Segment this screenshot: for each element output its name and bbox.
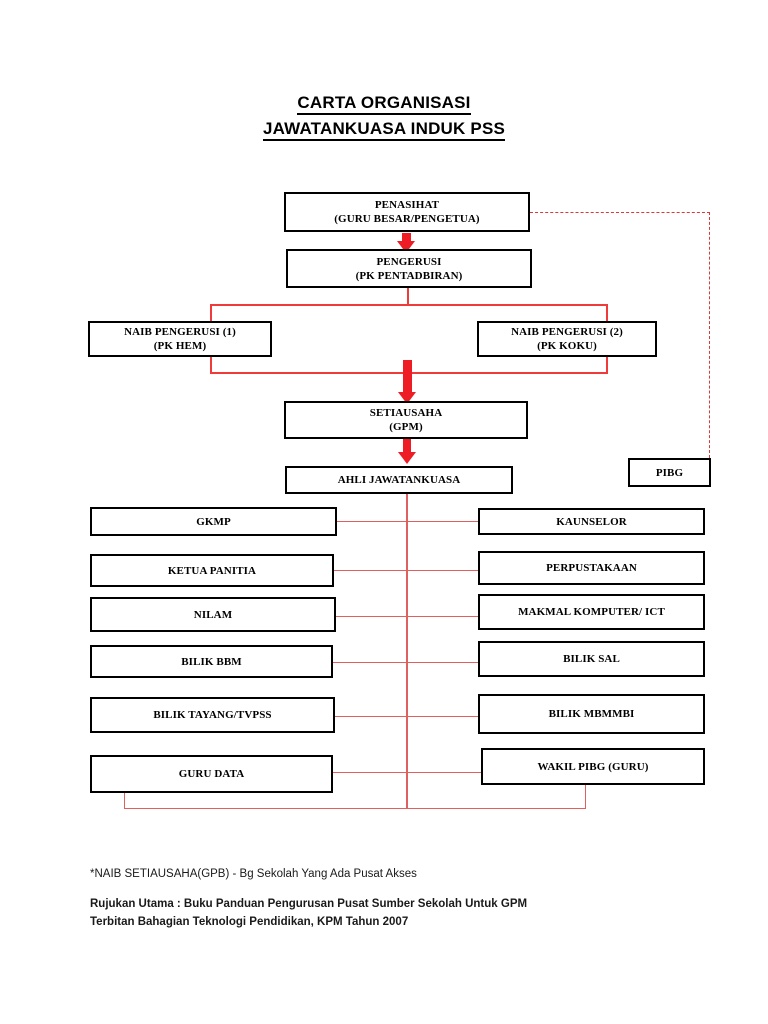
node-ahli-jawatankuasa[interactable]: AHLI JAWATANKUASA <box>285 466 513 494</box>
connector-bottom-left-drop <box>124 793 126 809</box>
node-member-guru-data[interactable]: GURU DATA <box>90 755 333 793</box>
node-penasihat[interactable]: PENASIHAT (GURU BESAR/PENGETUA) <box>284 192 530 232</box>
naib-pengerusi-1-role: NAIB PENGERUSI (1) <box>124 326 236 338</box>
setiausaha-holder: (GPM) <box>389 421 423 433</box>
node-member-nilam[interactable]: NILAM <box>90 597 336 632</box>
member-label-makmal-komputer: MAKMAL KOMPUTER/ ICT <box>518 606 665 618</box>
arrow-ahli-shaft <box>403 439 411 455</box>
connector-vice1-down <box>210 357 212 374</box>
node-member-wakil-pibg[interactable]: WAKIL PIBG (GURU) <box>481 748 705 785</box>
node-member-bilik-bbm[interactable]: BILIK BBM <box>90 645 333 678</box>
penasihat-role: PENASIHAT <box>374 199 440 211</box>
member-label-bilik-sal: BILIK SAL <box>563 653 620 665</box>
connector-vice-split-bar <box>210 304 608 306</box>
node-pengerusi[interactable]: PENGERUSI (PK PENTADBIRAN) <box>286 249 532 288</box>
node-member-gkmp[interactable]: GKMP <box>90 507 337 536</box>
node-member-perpustakaan[interactable]: PERPUSTAKAAN <box>478 551 705 585</box>
connector-row-rail-4 <box>333 662 481 664</box>
node-member-bilik-mbmmbi[interactable]: BILIK MBMMBI <box>478 694 705 734</box>
naib-pengerusi-1-holder: (PK HEM) <box>153 340 207 352</box>
setiausaha-role: SETIAUSAHA <box>369 407 443 419</box>
member-label-kaunselor: KAUNSELOR <box>556 515 627 528</box>
title-text-2: JAWATANKUASA INDUK PSS <box>262 119 506 141</box>
node-naib-pengerusi-1[interactable]: NAIB PENGERUSI (1) (PK HEM) <box>88 321 272 357</box>
node-member-ketua-panitia[interactable]: KETUA PANITIA <box>90 554 334 587</box>
title-text-1: CARTA ORGANISASI <box>297 93 471 115</box>
node-setiausaha[interactable]: SETIAUSAHA (GPM) <box>284 401 528 439</box>
pengerusi-holder: (PK PENTADBIRAN) <box>355 269 463 282</box>
member-label-wakil-pibg: WAKIL PIBG (GURU) <box>537 760 649 773</box>
node-member-makmal-komputer[interactable]: MAKMAL KOMPUTER/ ICT <box>478 594 705 630</box>
penasihat-holder: (GURU BESAR/PENGETUA) <box>334 213 480 225</box>
connector-vice2-down <box>606 357 608 374</box>
connector-row-rail-1 <box>337 521 478 523</box>
member-label-bilik-bbm: BILIK BBM <box>181 655 242 668</box>
footnote-naib-setiausaha: *NAIB SETIAUSAHA(GPB) - Bg Sekolah Yang … <box>90 868 417 880</box>
pengerusi-role: PENGERUSI <box>376 255 442 268</box>
title-line-1: CARTA ORGANISASI <box>0 90 768 116</box>
title-line-2: JAWATANKUASA INDUK PSS <box>0 116 768 142</box>
connector-central-spine <box>406 494 408 809</box>
footnote-reference-line-1: Rujukan Utama : Buku Panduan Pengurusan … <box>90 898 528 910</box>
footnote-reference-line-2: Terbitan Bahagian Teknologi Pendidikan, … <box>90 916 409 928</box>
naib-pengerusi-2-role: NAIB PENGERUSI (2) <box>511 326 623 338</box>
member-label-guru-data: GURU DATA <box>178 768 245 780</box>
member-label-gkmp: GKMP <box>196 515 231 528</box>
connector-pengerusi-drop <box>407 288 409 305</box>
ahli-jawatankuasa-label: AHLI JAWATANKUASA <box>337 474 461 486</box>
member-label-perpustakaan: PERPUSTAKAAN <box>546 562 637 574</box>
member-label-nilam: NILAM <box>193 608 233 621</box>
connector-row-rail-5 <box>335 716 481 718</box>
connector-row-rail-3 <box>336 616 480 618</box>
node-member-kaunselor[interactable]: KAUNSELOR <box>478 508 705 535</box>
member-label-bilik-tayang: BILIK TAYANG/TVPSS <box>153 709 272 721</box>
connector-vice1-drop <box>210 304 212 322</box>
node-member-bilik-tayang[interactable]: BILIK TAYANG/TVPSS <box>90 697 335 733</box>
pibg-label: PIBG <box>655 466 684 479</box>
page-title: CARTA ORGANISASI JAWATANKUASA INDUK PSS <box>0 90 768 142</box>
member-label-bilik-mbmmbi: BILIK MBMMBI <box>548 708 635 720</box>
arrow-setiausaha-shaft <box>403 360 412 396</box>
connector-bottom-rail <box>124 808 586 810</box>
naib-pengerusi-2-holder: (PK KOKU) <box>537 340 597 352</box>
connector-bottom-right-drop <box>585 785 587 809</box>
pibg-connector-vertical <box>709 212 710 458</box>
connector-vice2-drop <box>606 304 608 322</box>
arrow-ahli-head <box>398 452 416 464</box>
connector-row-rail-6 <box>333 772 483 774</box>
node-pibg[interactable]: PIBG <box>628 458 711 487</box>
arrow-penasihat-pengerusi-shaft <box>402 233 411 243</box>
pibg-connector-horizontal <box>530 212 710 213</box>
node-naib-pengerusi-2[interactable]: NAIB PENGERUSI (2) (PK KOKU) <box>477 321 657 357</box>
connector-row-rail-2 <box>334 570 480 572</box>
member-label-ketua-panitia: KETUA PANITIA <box>167 564 257 577</box>
node-member-bilik-sal[interactable]: BILIK SAL <box>478 641 705 677</box>
